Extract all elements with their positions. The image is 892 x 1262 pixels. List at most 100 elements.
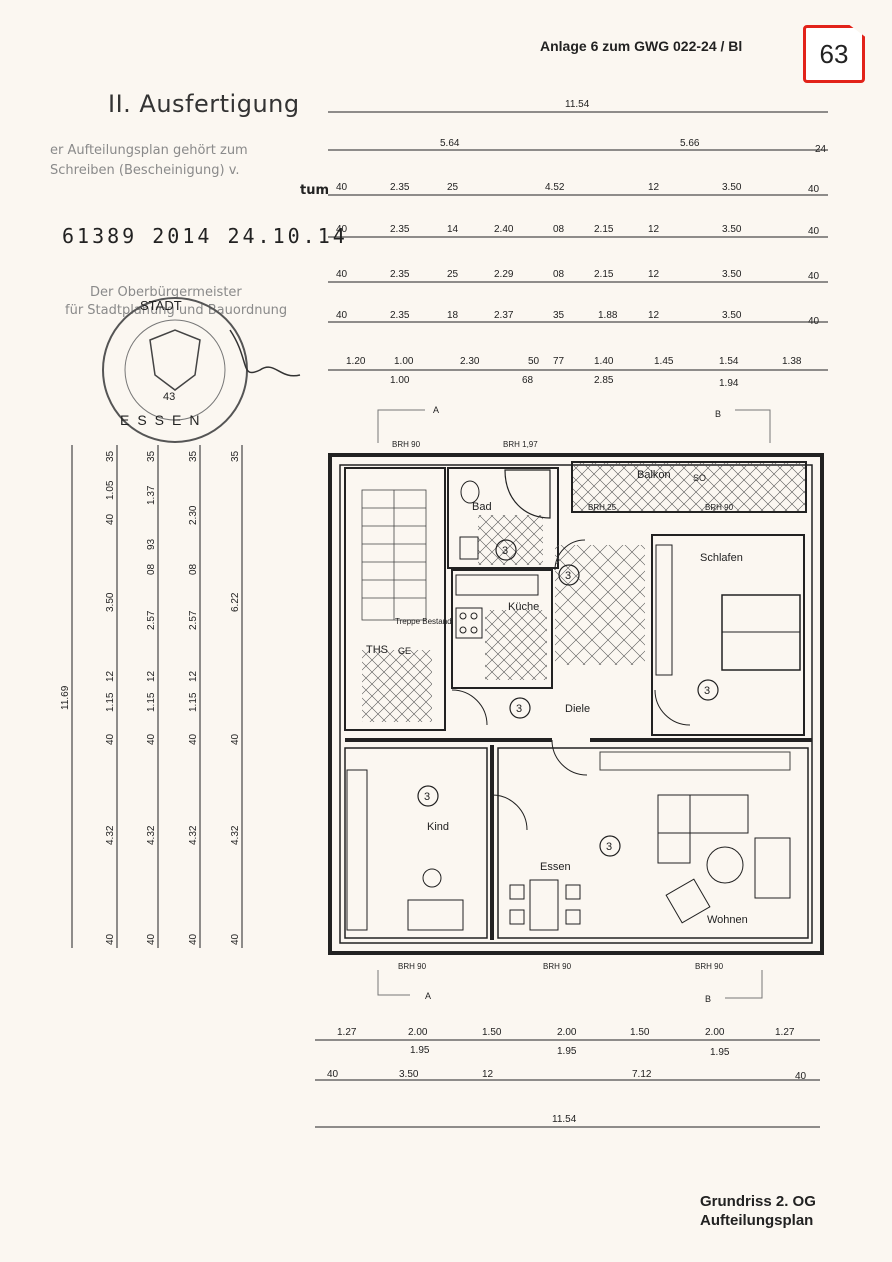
child-room [344,747,488,939]
brh-balkon-left: BRH 25 [588,503,617,512]
dim-r5-1: 2.35 [390,310,410,321]
dim-r1-0: 5.64 [440,138,460,149]
dim-r5-8: 40 [808,316,820,327]
stamp-authority-1: Der Oberbürgermeister [90,285,242,300]
dim-c1-2: 40 [105,513,116,525]
dim-r3-7: 3.50 [722,224,742,235]
room-balkon: Balkon [637,469,671,481]
dim-c3-4: 12 [188,670,199,682]
dim-r6-4: 77 [553,356,565,367]
room-ths: THS [366,644,388,656]
dim-b2-3: 7.12 [632,1069,652,1080]
dim-r5-3: 2.37 [494,310,514,321]
unit-label-diele: 3 [516,703,522,715]
dim-r2-6: 40 [808,184,820,195]
dim-c2-1: 1.37 [146,485,157,505]
dim-c1-7: 4.32 [105,825,116,845]
dim-c1-4: 12 [105,670,116,682]
section-b-top: B [715,409,721,419]
bedroom [651,534,805,736]
dim-r6s-1: 68 [522,375,534,386]
unit-label-schlafen: 3 [704,685,710,697]
dim-c4-3: 4.32 [230,825,241,845]
dim-top-total: 11.54 [565,99,590,110]
dim-r6-0: 1.20 [346,356,366,367]
dim-r2-3: 4.52 [545,182,565,193]
dim-r4-6: 12 [648,269,660,280]
dim-c2-0: 35 [146,450,157,462]
hall-tiles [555,545,645,665]
dim-c1-5: 1.15 [105,692,116,712]
section-b-bottom: B [705,994,711,1004]
dim-c2-3: 08 [146,563,157,575]
dim-b1s-1: 1.95 [557,1046,577,1057]
dim-c1-0: 35 [105,450,116,462]
city-seal: 43 STADT ESSEN [102,297,301,443]
dim-left-total: 11.69 [60,685,71,710]
brh-balkon-right: BRH 90 [705,503,734,512]
dim-r4-8: 40 [808,271,820,282]
dim-c3-1: 2.30 [188,505,199,525]
balkon-tag: SO [693,473,706,483]
dim-r6-1: 1.00 [394,356,414,367]
dim-r5-5: 1.88 [598,310,618,321]
dim-c2-5: 12 [146,670,157,682]
brh-top-mid: BRH 1,97 [503,440,538,449]
dim-r5-2: 18 [447,310,459,321]
dim-c1-6: 40 [105,733,116,745]
floorplan: 3 3 3 3 3 3 Bad Küche Diele Schlafen Kin… [328,405,824,1004]
dim-b1-6: 1.27 [775,1027,795,1038]
dim-c3-5: 1.15 [188,692,199,712]
dim-r4-3: 2.29 [494,269,514,280]
dim-r5-7: 3.50 [722,310,742,321]
top-dimension-labels: 11.54 5.64 5.66 24 40 2.35 25 4.52 12 3.… [336,99,827,389]
section-a-bottom: A [425,991,431,1001]
dim-r6-6: 1.45 [654,356,674,367]
dim-r3-1: 2.35 [390,224,410,235]
dim-b1s-0: 1.95 [410,1045,430,1056]
dim-b1-0: 1.27 [337,1027,357,1038]
dim-c1-3: 3.50 [105,592,116,612]
dim-c3-0: 35 [188,450,199,462]
dim-c2-9: 40 [146,933,157,945]
dim-r2-2: 25 [447,182,459,193]
room-diele: Diele [565,703,590,715]
left-dimension-labels: 11.69 35 1.05 40 3.50 12 1.15 40 4.32 40… [60,450,241,945]
dim-r6-5: 1.40 [594,356,614,367]
stamp-number: 61389 2014 24.10.14 [62,224,348,248]
dim-r3-4: 08 [553,224,565,235]
stamp-line-1: er Aufteilungsplan gehört zum [50,143,248,158]
room-essen: Essen [540,861,571,873]
brh-top-left: BRH 90 [392,440,421,449]
dim-r2-4: 12 [648,182,660,193]
left-dimension-lines [71,445,243,948]
bottom-dimension-labels: 1.27 2.00 1.50 2.00 1.50 2.00 1.27 1.95 … [327,1027,807,1125]
dim-c4-2: 40 [230,733,241,745]
room-bad: Bad [472,501,492,513]
dim-c3-6: 40 [188,733,199,745]
stamp-title: II. Ausfertigung [108,90,300,118]
plan-subtitle: Aufteilungsplan [700,1212,814,1229]
dim-r3-6: 12 [648,224,660,235]
document-reference: Anlage 6 zum GWG 022-24 / Bl [540,38,743,54]
page-number-badge: 63 [803,25,865,83]
dim-r4-7: 3.50 [722,269,742,280]
dim-b1s-2: 1.95 [710,1047,730,1058]
ths-tag: GE [398,646,411,656]
unit-label-bad: 3 [502,545,508,557]
room-kind: Kind [427,821,449,833]
seal-code: 43 [163,391,175,403]
dim-r6s-2: 2.85 [594,375,614,386]
room-wohnen: Wohnen [707,914,748,926]
dim-c4-4: 40 [230,933,241,945]
dim-r2-1: 2.35 [390,182,410,193]
section-a-top: A [433,405,439,415]
seal-top: STADT [140,298,182,313]
brh-bottom-mid: BRH 90 [543,962,572,971]
seal-city: ESSEN [120,412,207,428]
balcony [571,461,807,513]
stairwell [344,467,446,731]
dim-r6-3: 50 [528,356,540,367]
dim-c1-1: 1.05 [105,480,116,500]
